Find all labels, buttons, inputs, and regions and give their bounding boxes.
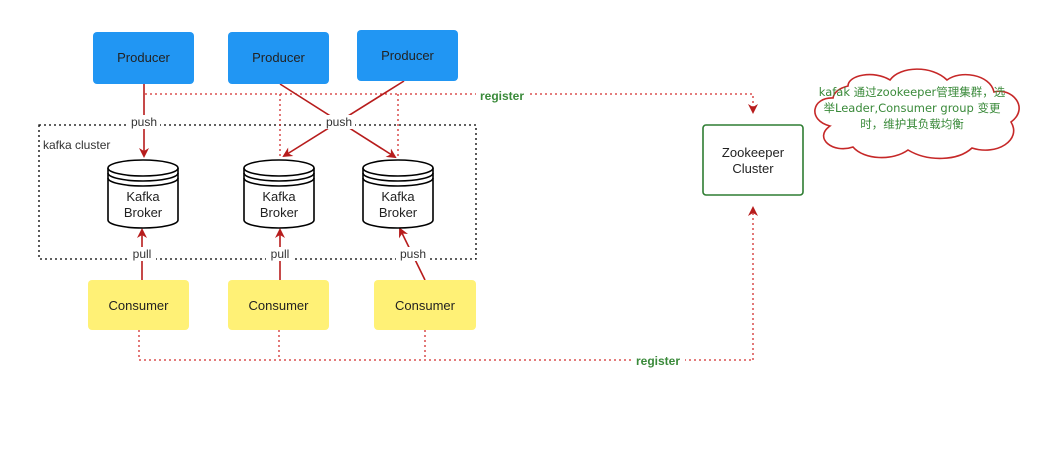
kafka-cluster-label: kafka cluster xyxy=(43,138,110,152)
svg-text:Consumer: Consumer xyxy=(249,298,310,313)
svg-text:Consumer: Consumer xyxy=(395,298,456,313)
edge-label-push: push xyxy=(323,115,355,129)
svg-text:Producer: Producer xyxy=(117,50,170,65)
consumer-node: Consumer xyxy=(228,280,329,330)
kafka-broker-node: Kafka Broker xyxy=(243,159,315,229)
svg-text:Broker: Broker xyxy=(260,205,299,220)
producer-node: Producer xyxy=(228,32,329,84)
svg-text:Kafka: Kafka xyxy=(262,189,296,204)
svg-text:Kafka: Kafka xyxy=(126,189,160,204)
svg-text:举Leader,Consumer group 变更: 举Leader,Consumer group 变更 xyxy=(824,101,1001,115)
edge-label-push: push xyxy=(128,115,160,129)
svg-text:Consumer: Consumer xyxy=(109,298,170,313)
edge-label-push: push xyxy=(396,247,430,261)
svg-text:Cluster: Cluster xyxy=(732,161,774,176)
svg-text:push: push xyxy=(326,115,352,129)
consumer-node: Consumer xyxy=(374,280,476,330)
svg-text:时，维护其负载均衡: 时，维护其负载均衡 xyxy=(860,117,964,131)
register-lines-top xyxy=(145,93,758,158)
kafka-broker-node: Kafka Broker xyxy=(107,159,179,229)
svg-text:Broker: Broker xyxy=(379,205,418,220)
consumer-node: Consumer xyxy=(88,280,189,330)
note-cloud: kafak 通过zookeeper管理集群，选 举Leader,Consumer… xyxy=(814,68,1020,160)
svg-text:Producer: Producer xyxy=(381,48,434,63)
svg-text:Kafka: Kafka xyxy=(381,189,415,204)
svg-text:Producer: Producer xyxy=(252,50,305,65)
svg-text:Broker: Broker xyxy=(124,205,163,220)
svg-text:push: push xyxy=(131,115,157,129)
edge-label-pull: pull xyxy=(266,247,294,261)
svg-text:pull: pull xyxy=(271,247,290,261)
svg-text:kafak 通过zookeeper管理集群，选: kafak 通过zookeeper管理集群，选 xyxy=(819,85,1006,99)
svg-text:register: register xyxy=(636,354,680,368)
svg-text:Zookeeper: Zookeeper xyxy=(722,145,785,160)
svg-text:pull: pull xyxy=(133,247,152,261)
edge-label-register: register xyxy=(631,354,685,368)
producer-node: Producer xyxy=(357,30,458,81)
svg-text:push: push xyxy=(400,247,426,261)
edge-label-pull: pull xyxy=(128,247,156,261)
kafka-broker-node: Kafka Broker xyxy=(362,159,434,229)
zookeeper-cluster-node: Zookeeper Cluster xyxy=(702,124,804,196)
edge-label-register: register xyxy=(476,89,528,103)
producer-node: Producer xyxy=(93,32,194,84)
kafka-cluster-boundary xyxy=(38,124,477,260)
svg-text:register: register xyxy=(480,89,524,103)
